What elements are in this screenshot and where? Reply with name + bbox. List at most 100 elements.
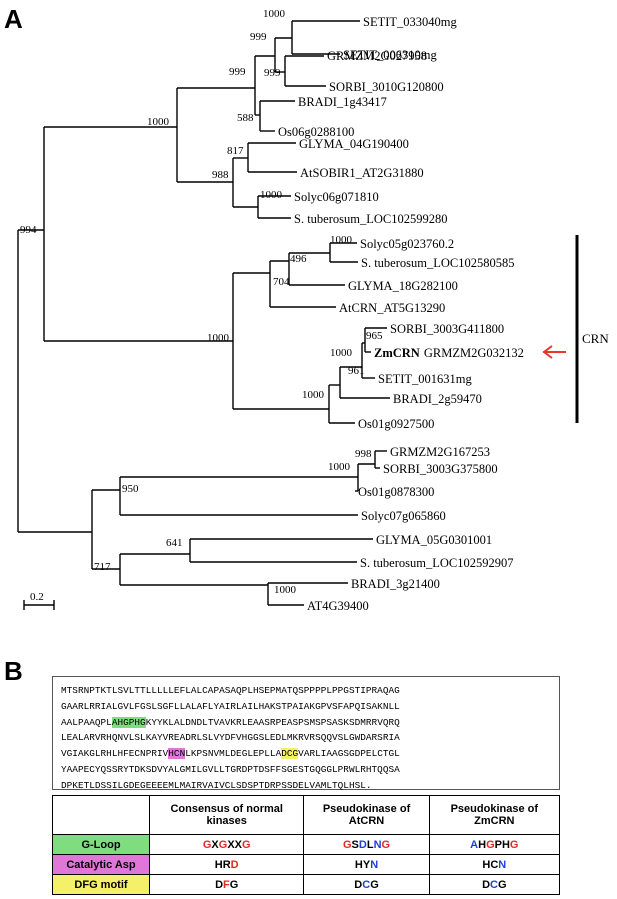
bootstrap-value: 717 (94, 561, 111, 573)
motif-cell: HRD (148, 854, 305, 875)
motif-cell: GXGXXG (148, 834, 305, 855)
bootstrap-value: 641 (166, 537, 183, 549)
bootstrap-value: 988 (212, 169, 229, 181)
sequence-segment: GAARLRRIALGVLFGSLSGFLLALAFLYAIRLAILHAKST… (61, 700, 400, 712)
green-highlight: AHGPHG (111, 716, 146, 728)
table-header: Pseudokinase of ZmCRN (428, 795, 561, 835)
panel-b-label: B (4, 656, 23, 686)
motif-letter: G (218, 838, 228, 851)
bootstrap-value: 1000 (328, 461, 351, 473)
red-arrow-icon (542, 345, 566, 359)
motif-cell: DCG (303, 874, 430, 895)
leaf-label: Os06g0288100 (278, 125, 354, 139)
bootstrap-value: 1000 (302, 389, 325, 401)
motif-letter: XX (227, 838, 242, 851)
motif-cell: HCN (428, 854, 561, 875)
motif-letter: A (470, 838, 479, 851)
leaf-label: SORBI_3003G411800 (390, 322, 504, 336)
table-row: DFG motif DFG DCG DCG (52, 874, 561, 895)
sequence-line: AALPAAQPLAHGPHGKYYKLALDNDLTVAVKRLEAASRPE… (61, 715, 551, 731)
sequence-segment: AALPAAQPL (61, 716, 112, 728)
leaf-label: S. tuberosum_LOC102580585 (361, 256, 514, 270)
motif-letter: C (362, 878, 371, 891)
bootstrap-value: 999 (264, 67, 281, 79)
sequence-line: LEALARVRHQNVLSLKAYVREADRLSLVYDFVHGGSLEDL… (61, 730, 551, 746)
row-label: G-Loop (52, 834, 150, 855)
bootstrap-value: 1000 (147, 116, 170, 128)
sequence-line: MTSRNPTKTLSVLTTLLLLLEFLALCAPASAQPLHSEPMA… (61, 683, 551, 699)
bootstrap-value: 1000 (207, 332, 230, 344)
leaf-label: GRMZM2G167253 (390, 445, 490, 459)
bootstrap-value: 994 (20, 224, 37, 236)
bootstrap-value: 588 (237, 112, 254, 124)
table-row: G-Loop GXGXXG GSDLNG AHGPHG (52, 834, 561, 855)
motif-cell: DCG (428, 874, 561, 895)
motif-letter: G (486, 838, 495, 851)
motif-letter: G (381, 838, 391, 851)
leaf-label: AT4G39400 (307, 599, 369, 613)
leaf-label: S. tuberosum_LOC102599280 (294, 212, 447, 226)
bootstrap-value: 817 (227, 145, 244, 157)
clade-label: CRN (582, 331, 609, 346)
bootstrap-value: 1000 (330, 347, 353, 359)
leaf-label: SORBI_3010G120800 (329, 80, 444, 94)
sequence-segment: DPKETLDSSILGDEGEEEEMLMAIRVAIVCLSDSPTDRPS… (61, 779, 372, 791)
motif-letter: D (358, 838, 367, 851)
leaf-label: AtSOBIR1_AT2G31880 (300, 166, 424, 180)
bootstrap-value: 965 (366, 330, 383, 342)
motif-letter: G (229, 878, 239, 891)
motif-table: Consensus of normal kinases Pseudokinase… (52, 795, 561, 895)
leaf-label: SETIT_006310mg (343, 48, 437, 62)
leaf-label: SORBI_3003G375800 (383, 462, 498, 476)
motif-letter: C (490, 878, 498, 891)
leaf-label: Os01g0927500 (358, 417, 434, 431)
leaf-label: SETIT_001631mg (378, 372, 472, 386)
sequence-segment: VARLIAAGSGDPELCTGL (298, 748, 400, 760)
motif-letter: PH (494, 838, 510, 851)
panel-a-label: A (4, 4, 23, 34)
motif-cell: AHGPHG (428, 834, 561, 855)
motif-letter: G (202, 838, 212, 851)
motif-letter: D (482, 878, 491, 891)
motif-letter: G (497, 878, 507, 891)
yellow-highlight: DCG (281, 748, 299, 760)
bootstrap-value: 999 (250, 31, 267, 43)
sequence-segment: LEALARVRHQNVLSLKAYVREADRLSLVYDFVHGGSLEDL… (61, 732, 400, 744)
leaf-label: GRMZM2G027958 (327, 49, 427, 63)
leaf-label: Solyc06g071810 (294, 190, 379, 204)
sequence-line: YAAPECYQSSRYTDKSDVYALGMILGVLLTGRDPTDSFFS… (61, 762, 551, 778)
motif-letter: G (370, 878, 379, 891)
zmcrn-bold-label: ZmCRN (374, 346, 420, 360)
row-label: Catalytic Asp (52, 854, 150, 875)
sequence-line: VGIAKGLRHLHFECNPRIVHCNLKPSNVMLDEGLEPLLAD… (61, 746, 551, 762)
leaf-label: GLYMA_18G282100 (348, 279, 458, 293)
leaf-label: Solyc05g023760.2 (360, 237, 454, 251)
motif-letter: G (242, 838, 251, 851)
bootstrap-value: 1000 (274, 584, 297, 596)
leaf-label: GLYMA_04G190400 (299, 137, 409, 151)
motif-letter: HC (482, 858, 499, 871)
motif-letter: HY (354, 858, 371, 871)
table-header: Pseudokinase of AtCRN (303, 795, 430, 835)
table-row: Catalytic Asp HRD HYN HCN (52, 854, 561, 875)
leaf-label: SETIT_033040mg (363, 15, 457, 29)
motif-letter: S (351, 838, 359, 851)
protein-sequence: MTSRNPTKTLSVLTTLLLLLEFLALCAPASAQPLHSEPMA… (61, 683, 551, 794)
motif-letter: N (373, 838, 382, 851)
motif-letter: N (370, 858, 379, 871)
sequence-box: MTSRNPTKTLSVLTTLLLLLEFLALCAPASAQPLHSEPMA… (52, 676, 560, 791)
bootstrap-value: 1000 (263, 8, 286, 20)
sequence-segment: VGIAKGLRHLHFECNPRIV (61, 748, 169, 760)
motif-letter: L (366, 838, 374, 851)
motif-letter: N (498, 858, 507, 871)
motif-letter: D (230, 858, 239, 871)
table-header-row: Consensus of normal kinases Pseudokinase… (52, 795, 561, 835)
motif-cell: DFG (148, 874, 305, 895)
leaf-label: AtCRN_AT5G13290 (339, 301, 445, 315)
bootstrap-value: 961 (348, 365, 365, 377)
row-label: DFG motif (52, 874, 150, 895)
bootstrap-value: 1000 (330, 234, 353, 246)
bootstrap-value: 1000 (260, 189, 283, 201)
phylogenetic-tree: SETIT_033040mg SETIT_006310mg GRMZM2G027… (17, 8, 609, 613)
